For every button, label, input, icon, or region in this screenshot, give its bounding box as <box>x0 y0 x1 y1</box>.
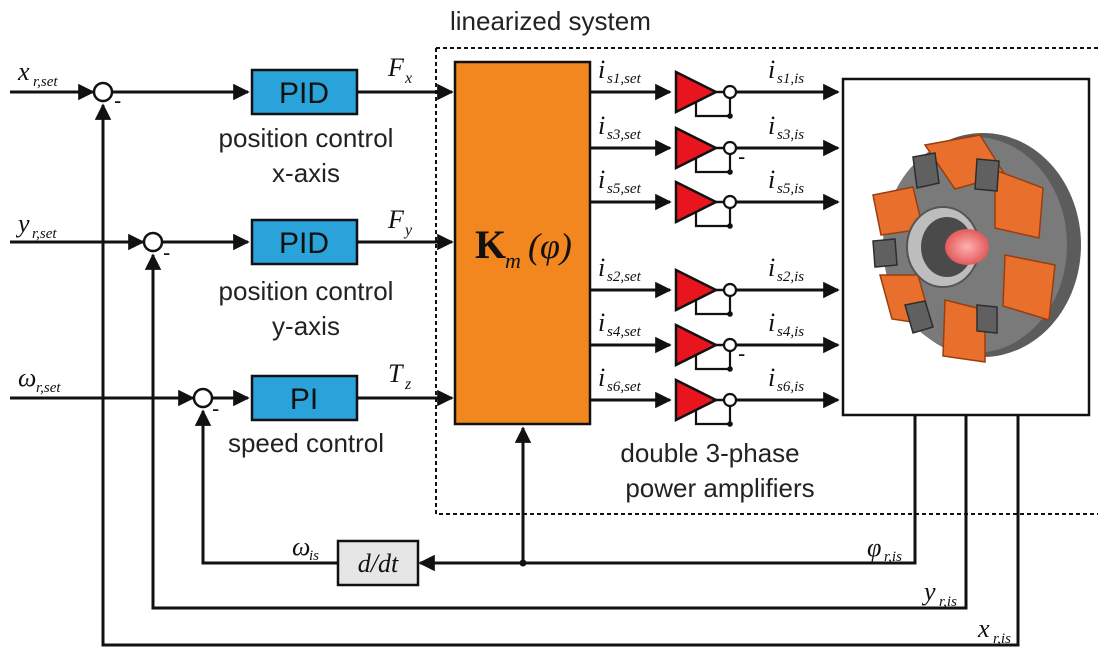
amp-input-main: i <box>598 55 605 84</box>
amp-minus: - <box>738 144 745 169</box>
summer-x <box>92 81 114 103</box>
amplifiers-caption-2: power amplifiers <box>625 473 814 503</box>
ddt-block <box>336 539 420 587</box>
x-ref-main: x <box>17 57 30 86</box>
pid-y-label: PID <box>279 227 329 260</box>
amp-sum-node <box>722 337 738 353</box>
amp-sum-node <box>722 392 738 408</box>
amp-input-sub: s6,set <box>607 379 642 395</box>
amp-output-main: i <box>768 308 775 337</box>
amp-output-sub: s2,is <box>777 269 804 285</box>
amp-sum-node <box>722 84 738 100</box>
amp-output-sub: s4,is <box>777 324 804 340</box>
tz-main: T <box>388 359 404 388</box>
amp-input-main: i <box>598 308 605 337</box>
summer-y-minus: - <box>163 240 170 265</box>
pid-x-block <box>250 68 359 116</box>
x-is-main: x <box>977 614 990 643</box>
amp-input-sub: s5,set <box>607 181 642 197</box>
y-is-sub: r,is <box>939 594 957 610</box>
amp-output-sub: s6,is <box>777 379 804 395</box>
amp-output-sub: s5,is <box>777 181 804 197</box>
amp-output-main: i <box>768 165 775 194</box>
amp-sum-node <box>722 194 738 210</box>
amp-output-main: i <box>768 363 775 392</box>
km-matrix-block <box>453 60 592 426</box>
w-ref-main: ω <box>18 363 36 392</box>
amp-input-main: i <box>598 111 605 140</box>
x-is-sub: r,is <box>993 631 1011 647</box>
y-ref-main: y <box>15 209 30 238</box>
amp-input-sub: s2,set <box>607 269 642 285</box>
pid-y-caption-1: position control <box>219 276 394 306</box>
km-sub: m <box>505 248 521 273</box>
pi-caption: speed control <box>228 428 384 458</box>
fy-main: F <box>387 205 405 234</box>
amp-input-main: i <box>598 363 605 392</box>
pid-y-block <box>250 218 359 266</box>
pid-x-label: PID <box>279 77 329 110</box>
w-ref-sub: r,set <box>36 380 61 396</box>
y-is-main: y <box>921 577 936 606</box>
tz-sub: z <box>404 376 412 393</box>
pi-label: PI <box>290 383 318 416</box>
phi-sub: r,is <box>884 549 902 565</box>
fx-main: F <box>387 53 405 82</box>
amp-output-main: i <box>768 55 775 84</box>
ddt-label: d/dt <box>358 549 399 578</box>
x-ref-sub: r,set <box>33 74 58 90</box>
amp-output-main: i <box>768 111 775 140</box>
km-bold: K <box>475 222 506 267</box>
pid-x-caption-2: x-axis <box>272 158 340 188</box>
amp-sum-node <box>722 140 738 156</box>
amp-input-sub: s1,set <box>607 71 642 87</box>
amp-output-sub: s3,is <box>777 127 804 143</box>
amp-output-main: i <box>768 253 775 282</box>
y-ref-sub: r,set <box>32 226 57 242</box>
amplifiers-caption-1: double 3-phase <box>620 438 799 468</box>
fy-sub: y <box>403 222 413 239</box>
linearized-system-title: linearized system <box>450 6 651 36</box>
pid-y-caption-2: y-axis <box>272 311 340 341</box>
km-arg: (φ) <box>528 226 572 266</box>
summer-w <box>192 387 214 409</box>
linearized-system-boundary <box>435 47 1098 515</box>
w-is-sub: is <box>309 548 319 564</box>
amp-input-main: i <box>598 253 605 282</box>
summer-y <box>142 231 164 253</box>
w-is-main: ω <box>292 532 310 561</box>
bearingless-machine-illustration <box>872 133 1081 363</box>
amp-sum-node <box>722 282 738 298</box>
amp-minus: - <box>738 341 745 366</box>
fx-sub: x <box>404 70 412 87</box>
amp-input-sub: s3,set <box>607 127 642 143</box>
amp-input-main: i <box>598 165 605 194</box>
pid-x-caption-1: position control <box>219 123 394 153</box>
summer-x-minus: - <box>114 88 121 113</box>
amp-input-sub: s4,set <box>607 324 642 340</box>
phi-main: φ <box>867 533 881 562</box>
summer-w-minus: - <box>212 396 219 421</box>
amp-output-sub: s1,is <box>777 71 804 87</box>
